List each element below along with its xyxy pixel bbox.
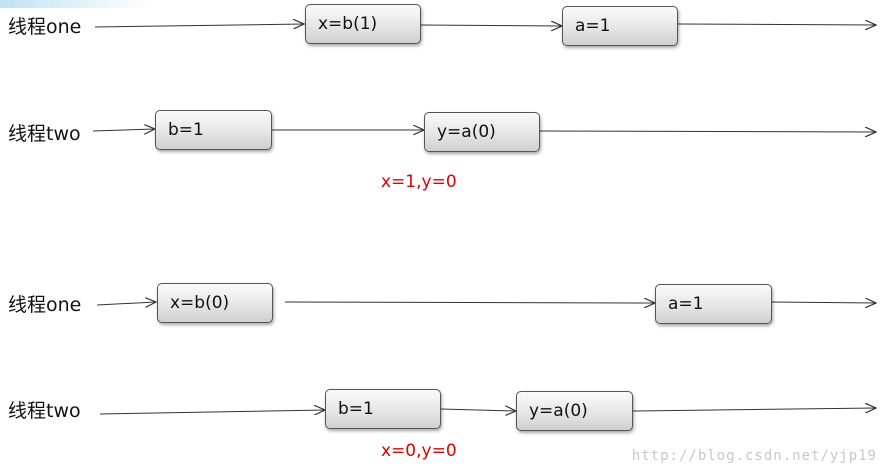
s1-thread-two-op-2: y=a(0) [424,112,540,152]
watermark: http://blog.csdn.net/yjp19 [631,448,877,464]
s1-thread-one-arrow-1 [94,24,304,27]
s1-thread-two-arrow-1 [92,129,155,131]
s2-thread-two-arrow-1 [99,410,325,414]
s2-result: x=0,y=0 [381,441,457,461]
s2-thread-one-arrow-1 [96,302,156,305]
s1-result: x=1,y=0 [381,172,457,192]
s2-thread-two-op-1: b=1 [325,389,441,429]
s2-thread-one-label: 线程one [8,294,82,316]
s1-thread-two-op-1: b=1 [155,110,272,150]
s2-thread-two-label: 线程two [8,400,81,422]
s1-thread-one-op-1: x=b(1) [305,4,421,44]
s1-thread-one-label: 线程one [8,16,82,38]
s2-thread-one-op-1: x=b(0) [157,283,273,323]
s2-thread-two-arrow-2 [440,409,516,411]
s2-thread-two-op-2: y=a(0) [516,391,633,431]
s2-thread-one-arrow-2 [284,302,655,303]
corner-decoration [0,0,150,8]
s1-thread-two-arrow-3 [539,131,876,132]
s2-thread-one-arrow-3 [771,302,876,303]
s1-thread-one-op-2: a=1 [562,6,678,46]
s2-thread-two-arrow-3 [632,408,876,411]
s1-thread-one-arrow-3 [677,24,876,25]
s1-thread-two-label: 线程two [8,123,81,145]
s1-thread-one-arrow-2 [420,25,562,26]
s2-thread-one-op-2: a=1 [655,284,772,324]
